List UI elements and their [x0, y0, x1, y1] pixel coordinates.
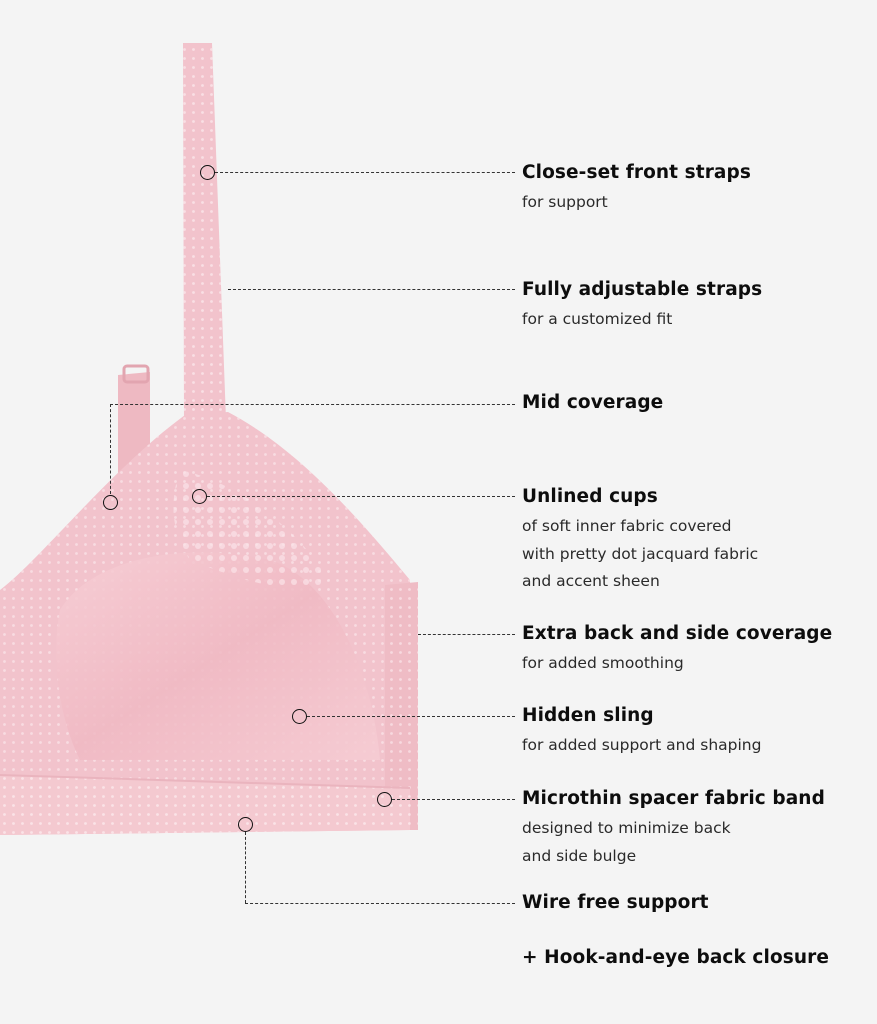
callout-line: [418, 634, 515, 635]
callout-line: [110, 404, 515, 405]
feature-unlined-cups: Unlined cups of soft inner fabric covere…: [522, 485, 867, 596]
callout-marker-mid-coverage: [103, 495, 118, 510]
feature-title: Close-set front straps: [522, 162, 751, 183]
feature-description: of soft inner fabric covered with pretty…: [522, 513, 867, 596]
feature-description-line: of soft inner fabric covered: [522, 517, 732, 535]
feature-description: for support: [522, 193, 608, 211]
feature-description-line: designed to minimize back: [522, 819, 731, 837]
callout-line: [215, 172, 515, 173]
feature-title: + Hook-and-eye back closure: [522, 947, 830, 968]
callout-marker-hidden-sling: [292, 709, 307, 724]
callout-line: [245, 832, 246, 903]
feature-description: for a customized fit: [522, 310, 673, 328]
feature-wire-free-support: Wire free support: [522, 891, 867, 915]
feature-title: Hidden sling: [522, 705, 654, 726]
feature-description: designed to minimize back and side bulge: [522, 815, 867, 870]
callout-line: [228, 289, 515, 290]
feature-extra-back-side-coverage: Extra back and side coverage for added s…: [522, 622, 867, 678]
feature-title: Wire free support: [522, 892, 709, 913]
feature-title: Unlined cups: [522, 486, 658, 507]
feature-title: Microthin spacer fabric band: [522, 788, 825, 809]
callout-line: [307, 716, 515, 717]
feature-description-line: and accent sheen: [522, 572, 660, 590]
feature-description-line: and side bulge: [522, 846, 637, 865]
feature-hook-and-eye-closure: + Hook-and-eye back closure: [522, 946, 867, 970]
feature-title: Mid coverage: [522, 392, 664, 413]
feature-description: for added support and shaping: [522, 736, 762, 754]
feature-close-set-front-straps: Close-set front straps for support: [522, 161, 867, 217]
feature-description-line: with pretty dot jacquard fabric: [522, 544, 759, 563]
feature-title: Extra back and side coverage: [522, 623, 833, 644]
callout-marker-close-set-straps: [200, 165, 215, 180]
feature-microthin-spacer-band: Microthin spacer fabric band designed to…: [522, 787, 867, 870]
callout-line: [245, 903, 515, 904]
feature-title: Fully adjustable straps: [522, 279, 763, 300]
feature-fully-adjustable-straps: Fully adjustable straps for a customized…: [522, 278, 867, 334]
callout-line: [110, 404, 111, 494]
callout-line: [392, 799, 515, 800]
callout-marker-spacer-band: [377, 792, 392, 807]
feature-hidden-sling: Hidden sling for added support and shapi…: [522, 704, 867, 760]
feature-description: for added smoothing: [522, 654, 684, 672]
callout-marker-unlined-cups: [192, 489, 207, 504]
callout-marker-wire-free: [238, 817, 253, 832]
callout-line: [207, 496, 515, 497]
feature-mid-coverage: Mid coverage: [522, 391, 867, 415]
